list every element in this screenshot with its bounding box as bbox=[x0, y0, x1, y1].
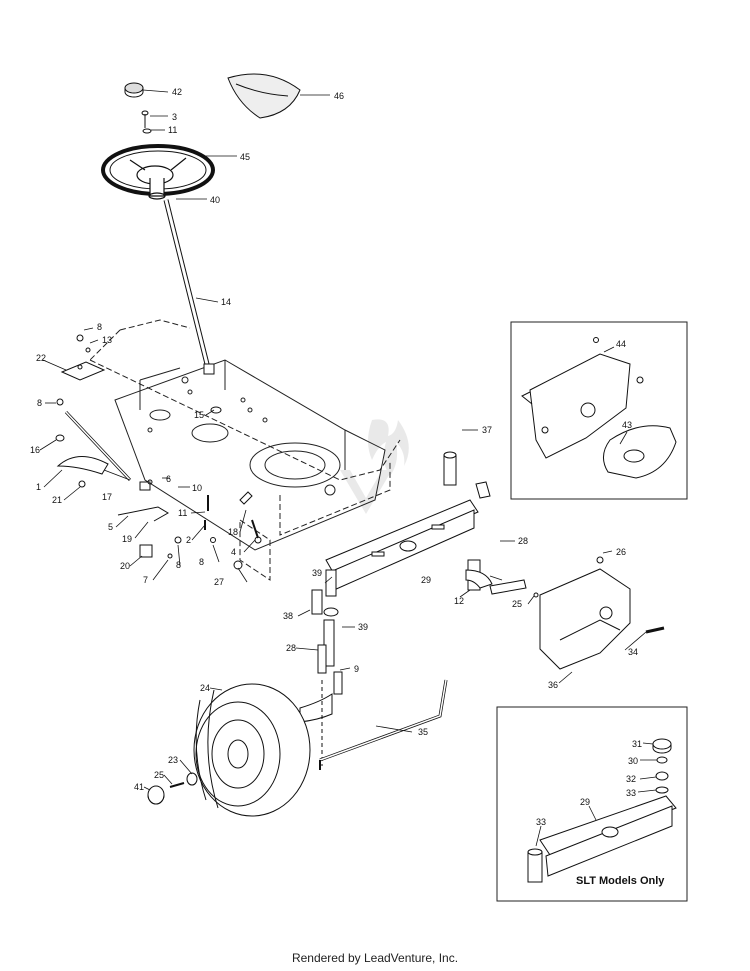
callout-11: 11 bbox=[168, 125, 177, 135]
callout-2: 2 bbox=[186, 535, 191, 545]
callout-33-left: 33 bbox=[536, 817, 546, 827]
callout-29: 29 bbox=[421, 575, 431, 585]
leader-lines bbox=[39, 89, 657, 847]
callout-37: 37 bbox=[482, 425, 492, 435]
steering-shaft bbox=[163, 199, 222, 414]
callout-8-top: 8 bbox=[97, 322, 102, 332]
callout-46: 46 bbox=[334, 91, 344, 101]
callout-39-bottom: 39 bbox=[358, 622, 368, 632]
drag-link bbox=[319, 679, 448, 770]
callout-20: 20 bbox=[120, 561, 130, 571]
callout-31: 31 bbox=[632, 739, 642, 749]
front-wheel bbox=[193, 683, 311, 817]
callout-8-mid: 8 bbox=[176, 560, 181, 570]
callout-35: 35 bbox=[418, 727, 428, 737]
callout-21: 21 bbox=[52, 495, 62, 505]
callout-41: 41 bbox=[134, 782, 144, 792]
callout-43: 43 bbox=[622, 420, 632, 430]
callout-36: 36 bbox=[548, 680, 558, 690]
callout-39-top: 39 bbox=[312, 568, 322, 578]
steering-wheel bbox=[101, 144, 215, 200]
callout-4: 4 bbox=[231, 547, 236, 557]
callout-13: 13 bbox=[102, 335, 112, 345]
callout-8-lower: 8 bbox=[199, 557, 204, 567]
callout-7: 7 bbox=[143, 575, 148, 585]
callout-18: 18 bbox=[228, 527, 238, 537]
callout-6: 6 bbox=[166, 474, 171, 484]
tractor-frame bbox=[89, 319, 401, 581]
steering-linkage bbox=[55, 334, 262, 570]
callout-38: 38 bbox=[283, 611, 293, 621]
callout-1: 1 bbox=[36, 482, 41, 492]
spindle-right bbox=[465, 559, 527, 595]
callout-19: 19 bbox=[122, 534, 132, 544]
callout-22: 22 bbox=[36, 353, 46, 363]
callout-23: 23 bbox=[168, 755, 178, 765]
callout-5: 5 bbox=[108, 522, 113, 532]
callout-15: 15 bbox=[194, 410, 204, 420]
spindle-left bbox=[299, 619, 343, 766]
callout-9: 9 bbox=[354, 664, 359, 674]
callout-33-right: 33 bbox=[626, 788, 636, 798]
callout-28-left: 28 bbox=[286, 643, 296, 653]
callout-16: 16 bbox=[30, 445, 40, 455]
steering-cap bbox=[124, 82, 144, 98]
callout-29-inset: 29 bbox=[580, 797, 590, 807]
callout-17: 17 bbox=[102, 492, 112, 502]
callout-45: 45 bbox=[240, 152, 250, 162]
wheel-hardware bbox=[147, 772, 198, 805]
axle-bracket bbox=[533, 556, 665, 670]
footer-credit: Rendered by LeadVenture, Inc. bbox=[291, 951, 459, 965]
front-axle bbox=[311, 451, 491, 617]
callout-26: 26 bbox=[616, 547, 626, 557]
callout-11-lower: 11 bbox=[178, 508, 187, 518]
callout-25-right: 25 bbox=[512, 599, 522, 609]
callout-labels: 42 46 3 11 45 40 14 8 13 22 8 15 16 37 6… bbox=[30, 87, 642, 827]
inset-caption: SLT Models Only bbox=[576, 875, 665, 887]
callout-44: 44 bbox=[616, 339, 626, 349]
callout-12: 12 bbox=[454, 596, 464, 606]
callout-8-left: 8 bbox=[37, 398, 42, 408]
inset-box-bracket bbox=[510, 321, 688, 500]
callout-32: 32 bbox=[626, 774, 636, 784]
callout-3: 3 bbox=[172, 112, 177, 122]
callout-40: 40 bbox=[210, 195, 220, 205]
callout-27: 27 bbox=[214, 577, 224, 587]
callout-14: 14 bbox=[221, 297, 231, 307]
inset-box-slt bbox=[496, 706, 688, 902]
callout-28-right: 28 bbox=[518, 536, 528, 546]
callout-30: 30 bbox=[628, 756, 638, 766]
callout-34: 34 bbox=[628, 647, 638, 657]
callout-24: 24 bbox=[200, 683, 210, 693]
callout-10: 10 bbox=[192, 483, 202, 493]
steering-bolt bbox=[141, 110, 152, 134]
callout-42: 42 bbox=[172, 87, 182, 97]
callout-25-left: 25 bbox=[154, 770, 164, 780]
steering-cover bbox=[227, 73, 301, 119]
